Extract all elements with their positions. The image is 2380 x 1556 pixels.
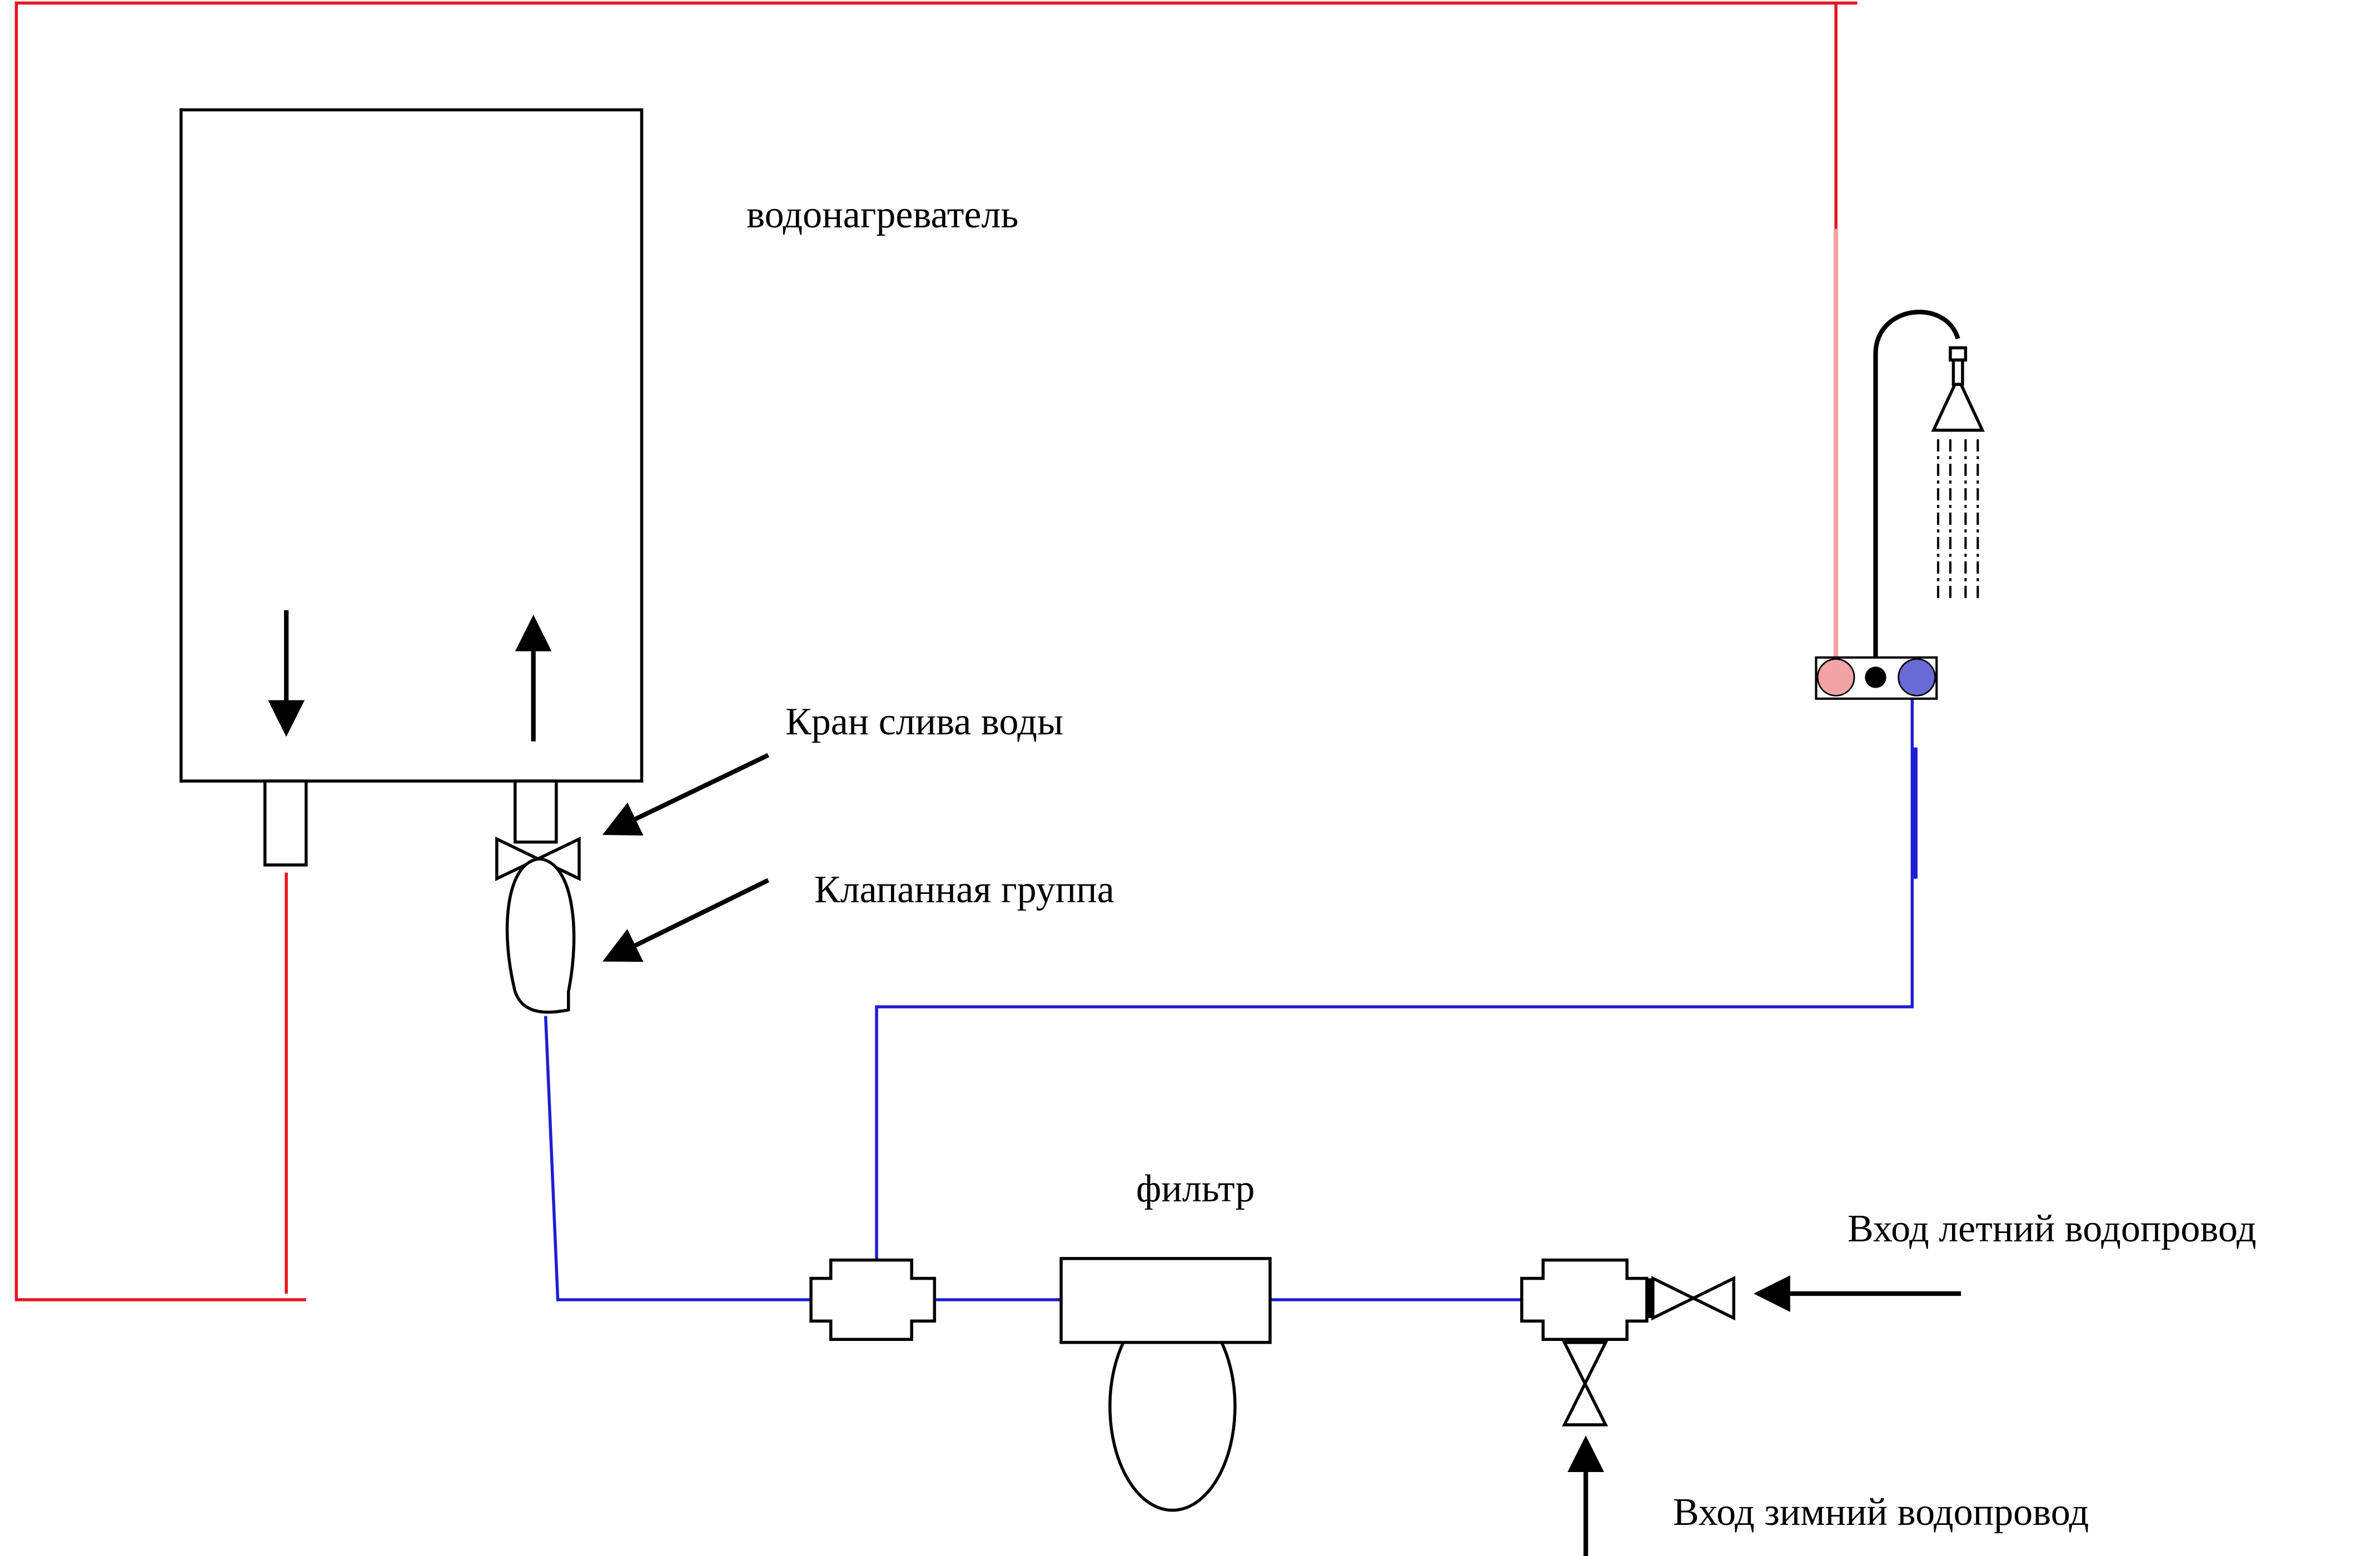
tee-fitting-left <box>809 1258 937 1341</box>
hot-outlet-nozzle <box>263 779 308 867</box>
mixer-cold-port <box>1898 658 1936 697</box>
summer-inlet-valve-icon <box>1651 1276 1736 1321</box>
winter-inlet-label: Вход зимний водопровод <box>1673 1491 2089 1534</box>
valve-group-icon <box>505 857 576 1014</box>
mixer-hot-port <box>1816 658 1855 697</box>
summer-valve-flange <box>1646 1278 1653 1318</box>
drain-valve-label: Кран слива воды <box>785 700 1064 743</box>
tee-fitting-right <box>1520 1258 1649 1341</box>
summer-inlet-label: Вход летний водопровод <box>1848 1207 2257 1250</box>
cold-water-pipe <box>544 698 1918 1301</box>
filter-housing <box>1059 1257 1272 1344</box>
cold-inlet-nozzle <box>513 779 558 844</box>
mixer-outlet-port <box>1865 667 1886 688</box>
valve-group-pointer-arrow-icon <box>602 878 770 962</box>
filter-label: фильтр <box>1136 1167 1255 1210</box>
shower-head-icon <box>1873 310 1985 672</box>
water-heater <box>180 108 644 783</box>
valve-group-label: Клапанная группа <box>814 868 1114 911</box>
drain-valve-pointer-arrow-icon <box>602 753 770 836</box>
heater-label: водонагреватель <box>746 193 1019 236</box>
winter-inlet-valve-icon <box>1562 1341 1609 1426</box>
